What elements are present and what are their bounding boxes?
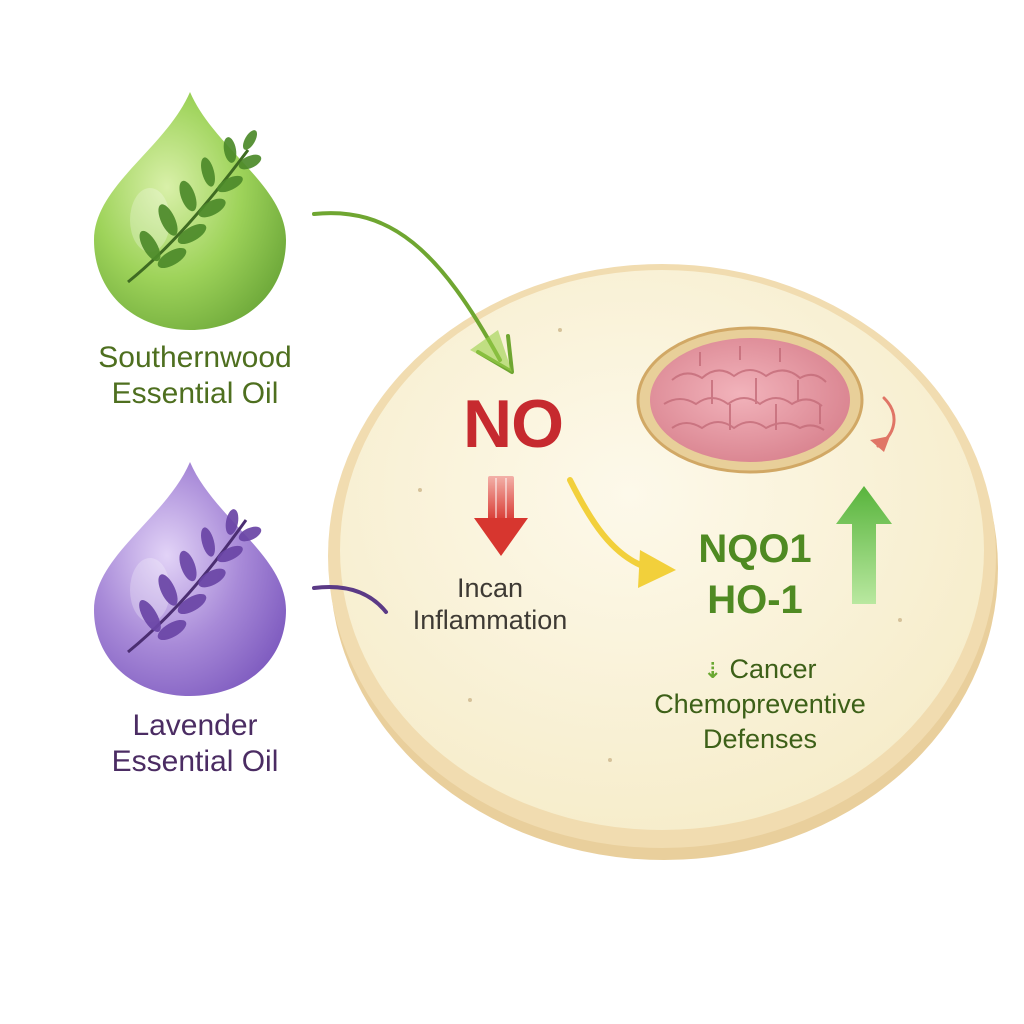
lavender-label-line2: Essential Oil: [111, 745, 279, 778]
cell-speckle: [468, 698, 472, 702]
southernwood-to-cell-arrow: [312, 211, 514, 374]
nucleus: [636, 326, 864, 474]
southernwood-label-line2: Essential Oil: [111, 377, 279, 410]
lavender-to-cell-arrow: [312, 585, 388, 614]
down-arrow-icon: ⇣: [703, 658, 722, 683]
inflammation-label: Incan Inflammation: [380, 572, 600, 637]
cell-speckle: [608, 758, 612, 762]
lavender-label-line1: Lavender: [132, 709, 258, 742]
lavender-drop: [94, 462, 286, 696]
no-label: NO: [463, 386, 564, 462]
small-curved-arrow: [870, 396, 896, 452]
southernwood-label-line1: Southernwood: [98, 341, 292, 374]
inflammation-label-line2: Inflammation: [412, 605, 568, 636]
southernwood-label: Southernwood Essential Oil: [60, 340, 330, 412]
defense-line1-text: Cancer: [729, 654, 817, 684]
enzyme-label: NQO1 HO-1: [670, 524, 840, 626]
southernwood-sprig-icon: [127, 130, 262, 284]
cell-speckle: [558, 328, 562, 332]
nucleus-body: [650, 338, 850, 462]
lavender-label: Lavender Essential Oil: [60, 708, 330, 780]
enzyme-ho1: HO-1: [707, 578, 803, 623]
nucleus-texture: [663, 346, 827, 431]
increase-arrow: [836, 486, 892, 604]
southernwood-drop-body: [94, 92, 286, 330]
decrease-arrow: [474, 476, 528, 556]
inflammation-label-line1: Incan: [456, 573, 524, 603]
enzyme-nqo1: NQO1: [698, 527, 812, 571]
cell-speckle: [418, 488, 422, 492]
defense-label: ⇣ Cancer Chemopreventive Defenses: [600, 652, 920, 757]
defense-label-line2: Chemopreventive: [654, 689, 866, 720]
cell-speckle: [898, 618, 902, 622]
defense-label-line1: ⇣ Cancer: [600, 652, 920, 687]
no-to-enzyme-arrow: [567, 477, 676, 588]
lavender-sprig-icon: [127, 509, 262, 654]
southernwood-drop: [94, 92, 286, 330]
defense-label-line3: Defenses: [702, 724, 818, 755]
